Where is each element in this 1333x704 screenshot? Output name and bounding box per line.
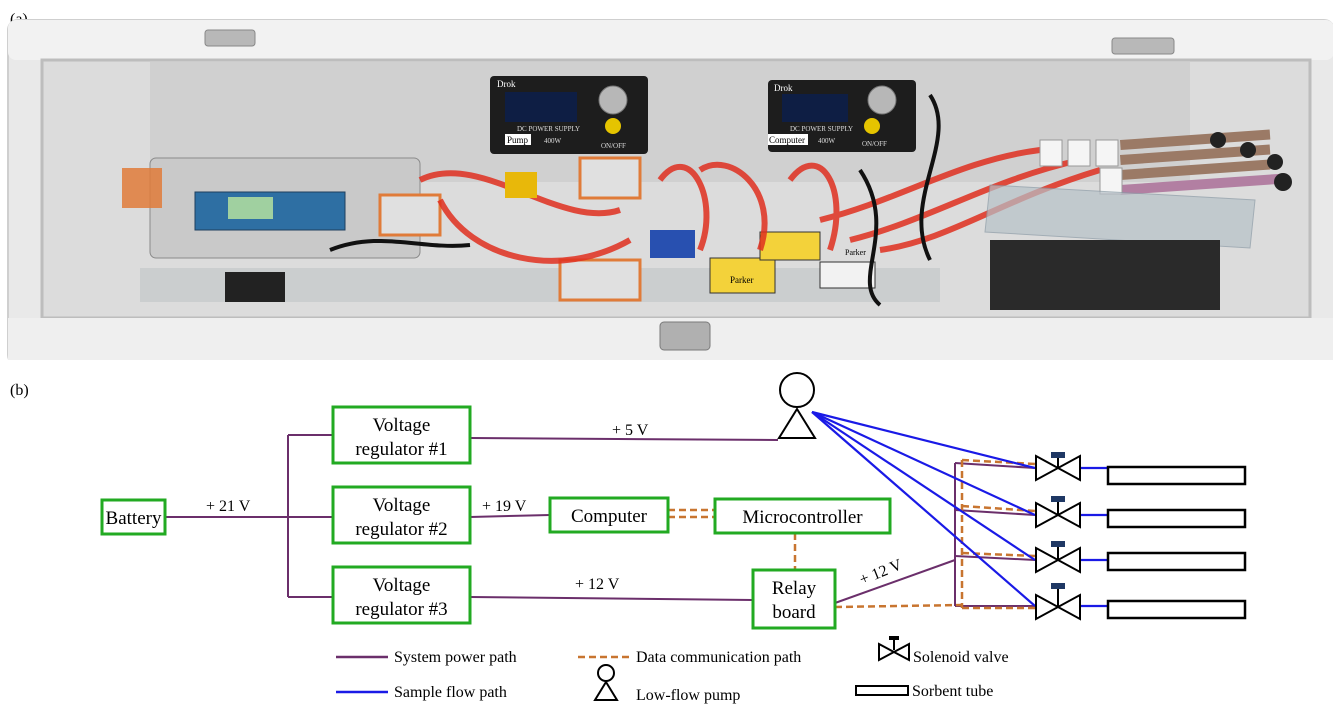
connector-block-1: [122, 168, 162, 208]
photo-panel: (a) Drok DC POWER SUPPLY Pump 400W ON/OF…: [7, 11, 1333, 360]
power-paths: [165, 434, 1036, 607]
legend-power: System power path: [394, 649, 517, 666]
relay-voltage-label: + 12 V: [857, 556, 905, 589]
valve-2: [709, 257, 776, 294]
computer-supply-onoff: ON/OFF: [862, 140, 887, 148]
vr2-voltage-label: + 19 V: [482, 498, 527, 515]
computer-supply-watt: 400W: [818, 137, 836, 145]
pump-supply-title: DC POWER SUPPLY: [517, 125, 580, 133]
red-tubing: [418, 147, 1101, 264]
low-flow-pump-photo: [990, 240, 1220, 310]
sample-flow-paths: [811, 410, 1108, 608]
latch-front: [659, 321, 711, 351]
vr2-label-line1: Voltage: [373, 495, 431, 516]
node-computer: Computer: [548, 496, 670, 534]
microcontroller-label: Microcontroller: [742, 507, 863, 528]
panel-b-label: (b): [10, 382, 29, 399]
pump-supply-brand: Drok: [497, 79, 516, 89]
solenoid-valve-3: [1035, 541, 1081, 574]
legend-flow: Sample flow path: [394, 684, 507, 701]
block-diagram: (b): [10, 372, 1247, 704]
pump-supply-watt: 400W: [544, 137, 562, 145]
solenoid-valve-4: [1035, 583, 1081, 621]
sorbent-tube-2: [1106, 508, 1247, 529]
xt-connector: [505, 172, 537, 198]
node-battery: Battery: [100, 498, 167, 536]
vr1-voltage-label: + 5 V: [612, 422, 649, 439]
acrylic-shelf: [984, 184, 1256, 249]
computer-power-supply: Drok DC POWER SUPPLY Computer 400W ON/OF…: [768, 80, 916, 152]
vr2-label-line2: regulator #2: [355, 519, 447, 540]
parker-label-1: Parker: [730, 275, 754, 285]
vr3-label-line1: Voltage: [373, 575, 431, 596]
computer-supply-title: DC POWER SUPPLY: [790, 125, 853, 133]
legend: System power path Sample flow path Data …: [336, 636, 1009, 704]
fittings: [1039, 139, 1123, 195]
relay-label-line2: board: [772, 602, 816, 623]
legend-pump-icon: [593, 664, 619, 701]
fan: [225, 272, 285, 302]
node-voltage-regulator-2: Voltage regulator #2: [331, 485, 472, 545]
legend-data: Data communication path: [636, 649, 801, 666]
black-cables: [329, 93, 941, 307]
valve-1: [650, 230, 695, 258]
battery-voltage-label: + 21 V: [206, 498, 251, 515]
sorbent-tube-4: [1106, 599, 1247, 620]
case-lid-edge: [8, 20, 1333, 60]
connector-block-2: [378, 193, 442, 237]
low-flow-pump-symbol: [777, 372, 817, 439]
vr1-label-line1: Voltage: [373, 415, 431, 436]
vr3-label-line2: regulator #3: [355, 599, 447, 620]
sorbent-tube-3: [1106, 551, 1247, 572]
sorbent-tubes-photo: [1119, 129, 1292, 195]
legend-valve-icon: [878, 636, 910, 662]
computer-supply-brand: Drok: [774, 83, 793, 93]
sorbent-tubes: [1106, 465, 1247, 620]
vr3-voltage-label: + 12 V: [575, 576, 620, 593]
node-voltage-regulator-1: Voltage regulator #1: [331, 405, 472, 465]
battery-label: Battery: [106, 508, 162, 529]
vr1-label-line2: regulator #1: [355, 439, 447, 460]
relay-label-line1: Relay: [772, 578, 817, 599]
pump-supply-onoff: ON/OFF: [601, 142, 626, 150]
node-voltage-regulator-3: Voltage regulator #3: [331, 565, 472, 625]
connector-block-4: [558, 258, 642, 302]
node-microcontroller: Microcontroller: [713, 497, 892, 535]
legend-pump: Low-flow pump: [636, 687, 740, 704]
computer-label: Computer: [571, 506, 648, 527]
solenoid-valves: [1035, 452, 1081, 621]
latch-right: [1111, 37, 1175, 55]
solenoid-valve-2: [1035, 496, 1081, 529]
legend-tube-icon: [855, 685, 909, 696]
computer-supply-name: Computer: [769, 135, 805, 145]
pump-power-supply: Drok DC POWER SUPPLY Pump 400W ON/OFF: [490, 76, 648, 154]
legend-tube: Sorbent tube: [912, 683, 993, 700]
legend-valve: Solenoid valve: [913, 649, 1009, 666]
valve-3: [759, 231, 821, 261]
parker-label-2: Parker: [845, 248, 866, 257]
valve-4: [819, 261, 876, 289]
latch-left: [204, 29, 256, 47]
node-relay-board: Relay board: [751, 568, 837, 630]
regulator-display: [228, 197, 273, 219]
connector-block-3: [578, 156, 642, 200]
pump-supply-name: Pump: [507, 135, 529, 145]
solenoid-valve-1: [1035, 452, 1081, 482]
sorbent-tube-1: [1106, 465, 1247, 486]
